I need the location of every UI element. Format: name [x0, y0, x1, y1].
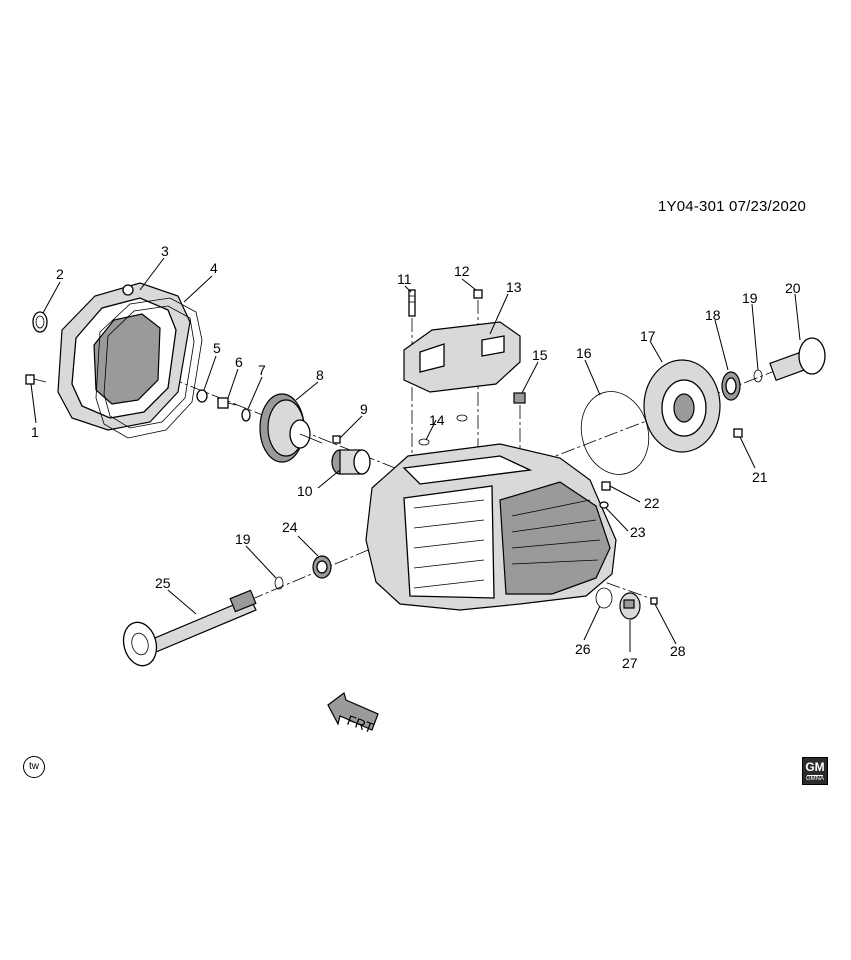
- bolt-12: [473, 289, 483, 299]
- tw-symbol-icon: tw: [23, 756, 45, 778]
- callout-18: 18: [705, 307, 721, 323]
- bolt-22: [601, 481, 611, 491]
- callout-23: 23: [630, 524, 646, 540]
- gm-logo: GM GMNA: [802, 757, 828, 785]
- callout-22: 22: [644, 495, 660, 511]
- seal-2-inner: [35, 315, 45, 329]
- callout-8: 8: [316, 367, 324, 383]
- callout-24: 24: [282, 519, 298, 535]
- callout-7: 7: [258, 362, 266, 378]
- callout-19-left: 19: [235, 531, 251, 547]
- callout-9: 9: [360, 401, 368, 417]
- callout-21: 21: [752, 469, 768, 485]
- callout-2: 2: [56, 266, 64, 282]
- axle-shaft-25: [122, 589, 257, 667]
- callout-20: 20: [785, 280, 801, 296]
- ring-7: [241, 408, 251, 422]
- callout-4: 4: [210, 260, 218, 276]
- gm-logo-subtext: GMNA: [806, 776, 824, 782]
- callout-25: 25: [155, 575, 171, 591]
- retainer-14a: [418, 438, 430, 446]
- control-module-13: [403, 321, 521, 393]
- transmission-housing: [365, 443, 617, 611]
- bolt-11: [408, 289, 416, 317]
- ring-19-left: [274, 576, 284, 590]
- seal-18-inner: [725, 377, 737, 395]
- cover-17: [643, 359, 721, 453]
- callout-19-right: 19: [742, 290, 758, 306]
- seal-5: [196, 389, 208, 403]
- callout-1: 1: [31, 424, 39, 440]
- callout-13: 13: [506, 279, 522, 295]
- callout-27: 27: [622, 655, 638, 671]
- bearing-10: [331, 449, 371, 475]
- plug-15: [513, 392, 526, 404]
- callout-5: 5: [213, 340, 221, 356]
- bolt-1: [25, 374, 47, 385]
- gear-8: [259, 393, 323, 463]
- bolt-6: [217, 397, 237, 409]
- callout-numbers: 1 2 3 4 5 6 7 8 9 10 11 12 13 14 15 16 1…: [31, 243, 801, 671]
- retainer-14b: [456, 414, 468, 422]
- callout-12: 12: [454, 263, 470, 279]
- o-ring-26: [595, 587, 613, 609]
- callout-15: 15: [532, 347, 548, 363]
- callout-28: 28: [670, 643, 686, 659]
- front-direction-arrow-icon: FRT: [327, 691, 379, 736]
- bolt-21: [733, 428, 743, 438]
- callout-26: 26: [575, 641, 591, 657]
- gm-logo-text: GM: [805, 760, 825, 774]
- callout-6: 6: [235, 354, 243, 370]
- bolt-28: [650, 597, 658, 605]
- bolt-9: [332, 435, 341, 444]
- leader-lines: [30, 257, 801, 652]
- callout-3: 3: [161, 243, 169, 259]
- flange-20: [769, 337, 826, 382]
- seal-2: [32, 311, 48, 333]
- callout-17: 17: [640, 328, 656, 344]
- case-gasket: [95, 297, 203, 439]
- case-cover: [57, 282, 191, 431]
- callout-10: 10: [297, 483, 313, 499]
- seal-23: [599, 501, 609, 509]
- gm-logo-rule: [807, 775, 823, 776]
- cover-27: [619, 592, 641, 620]
- callout-16: 16: [576, 345, 592, 361]
- callout-14: 14: [429, 412, 445, 428]
- seal-24-inner: [316, 560, 328, 574]
- callout-11: 11: [397, 271, 412, 287]
- drawing-code: 1Y04-301 07/23/2020: [658, 198, 807, 215]
